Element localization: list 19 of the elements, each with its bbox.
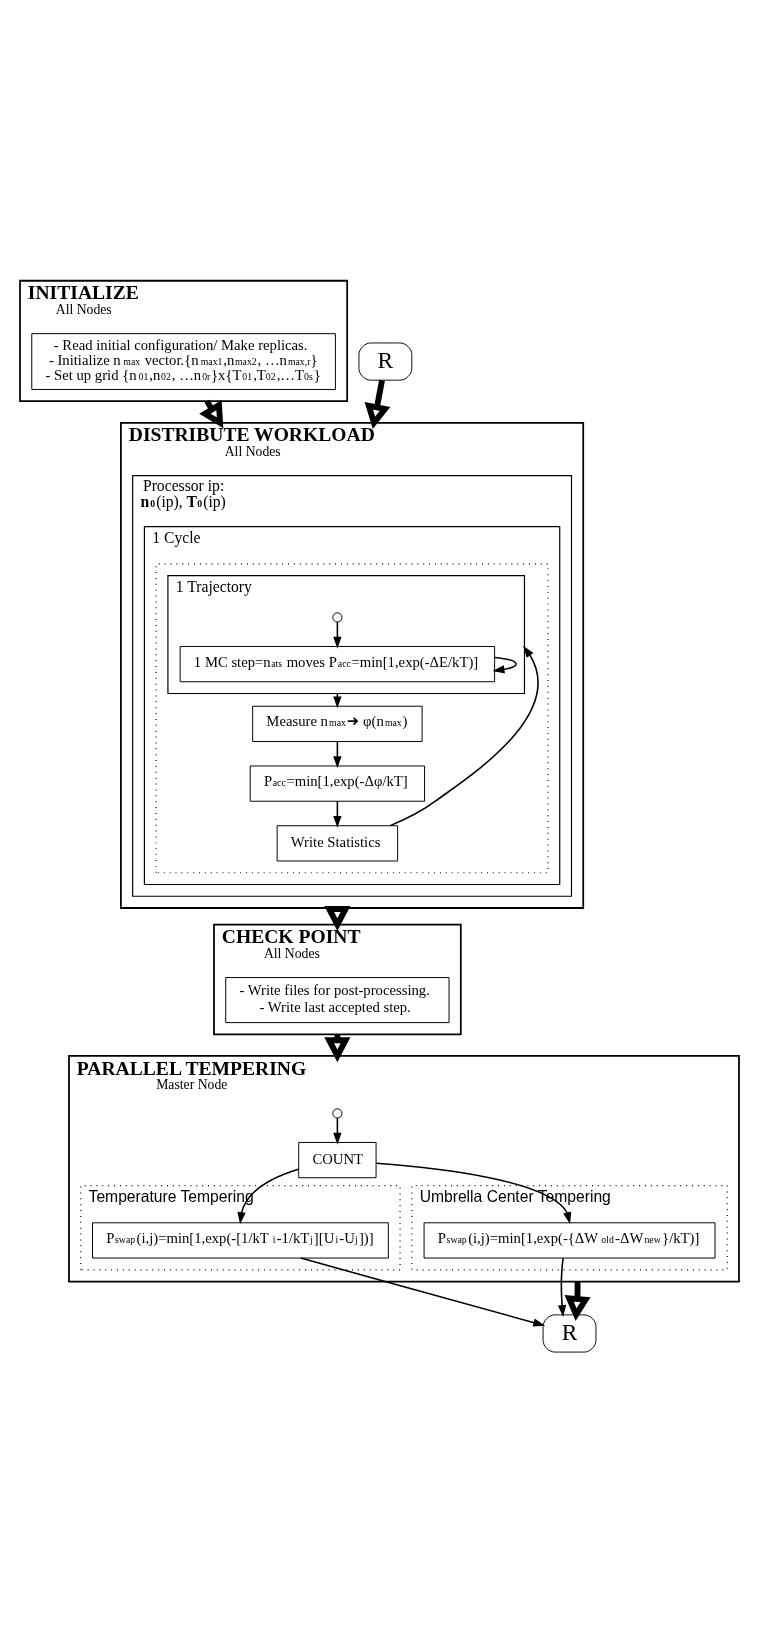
cluster — [155, 563, 549, 874]
node-box: R — [358, 342, 413, 381]
arrow — [375, 1162, 572, 1225]
node-box: R — [542, 1314, 597, 1353]
arrow — [237, 1168, 300, 1225]
node-box: COUNT — [298, 1141, 377, 1179]
node-circle — [332, 612, 343, 623]
node-box: Write Statistics — [276, 825, 399, 862]
arrow — [364, 379, 391, 429]
arrow — [492, 656, 517, 674]
arrow — [389, 645, 539, 827]
node-box: Pacc=min[1,exp(-Δφ/kT] — [249, 765, 426, 802]
node-circle — [332, 1108, 343, 1119]
node-box: 1 MC step=nats moves Pacc=min[1,exp(-ΔE/kT)] — [179, 646, 496, 683]
arrow — [557, 1257, 567, 1317]
node-box: Measure nmax➜ φ(nmax) — [252, 705, 423, 742]
node-box: - Read initial configuration/ Make replicas. - Initialize nmax vector.{nmax1,nmax2, …nmax,r} - Set up grid {n01,n02, …n0r}x{T01,T02,…T0s} — [31, 333, 336, 390]
node-box: - Write files for post-processing. - Write last accepted step. — [225, 977, 450, 1024]
node-box: Pswap(i,j)=min[1,exp(-{ΔWold-ΔWnew}/kT)] — [423, 1222, 716, 1259]
